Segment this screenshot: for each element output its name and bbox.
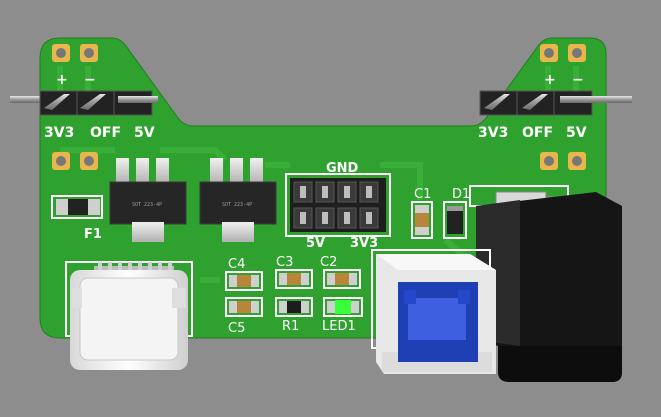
capacitor-c1 <box>411 201 433 239</box>
capacitor-c4 <box>225 271 263 291</box>
right-header-label-off: OFF <box>522 125 553 141</box>
fuse-label: F1 <box>84 227 102 242</box>
right-plus-label: + <box>544 72 556 88</box>
capacitor-c2 <box>323 269 361 289</box>
c2-label: C2 <box>320 255 337 270</box>
left-header-label-5v: 5V <box>134 125 155 141</box>
regulator-2: SOT 223-4P <box>199 158 277 242</box>
left-pin-header <box>10 90 158 116</box>
usb-b-connector <box>371 249 496 374</box>
right-header-label-5v: 5V <box>566 125 587 141</box>
left-header-label-3v3: 3V3 <box>44 125 74 141</box>
led-led1 <box>323 297 363 317</box>
v33-label: 3V3 <box>350 236 378 251</box>
c1-label: C1 <box>414 187 431 202</box>
capacitor-c3 <box>275 269 313 289</box>
right-minus-label: − <box>572 72 584 88</box>
fuse-f1 <box>51 195 103 219</box>
regulator-2-marking: SOT 223-4P <box>222 202 252 208</box>
right-header-label-3v3: 3V3 <box>478 125 508 141</box>
diode-d1 <box>443 201 467 239</box>
d1-label: D1 <box>452 187 470 202</box>
regulator-1: SOT 223-4P <box>109 158 187 242</box>
c5-label: C5 <box>228 321 245 336</box>
usb-c-connector <box>65 261 193 370</box>
capacitor-c5 <box>225 297 263 317</box>
r1-label: R1 <box>282 319 299 334</box>
c3-label: C3 <box>276 255 293 270</box>
led1-label: LED1 <box>322 319 356 334</box>
gnd-pin-header <box>285 173 391 237</box>
c4-label: C4 <box>228 257 245 272</box>
right-pin-header <box>479 90 632 116</box>
resistor-r1 <box>275 297 313 317</box>
regulator-1-marking: SOT 223-4P <box>132 202 162 208</box>
v5-label: 5V <box>306 236 325 251</box>
mounting-pads <box>52 44 586 170</box>
left-header-label-off: OFF <box>90 125 121 141</box>
gnd-label: GND <box>326 161 359 176</box>
left-plus-label: + <box>56 72 68 88</box>
left-minus-label: − <box>84 72 96 88</box>
